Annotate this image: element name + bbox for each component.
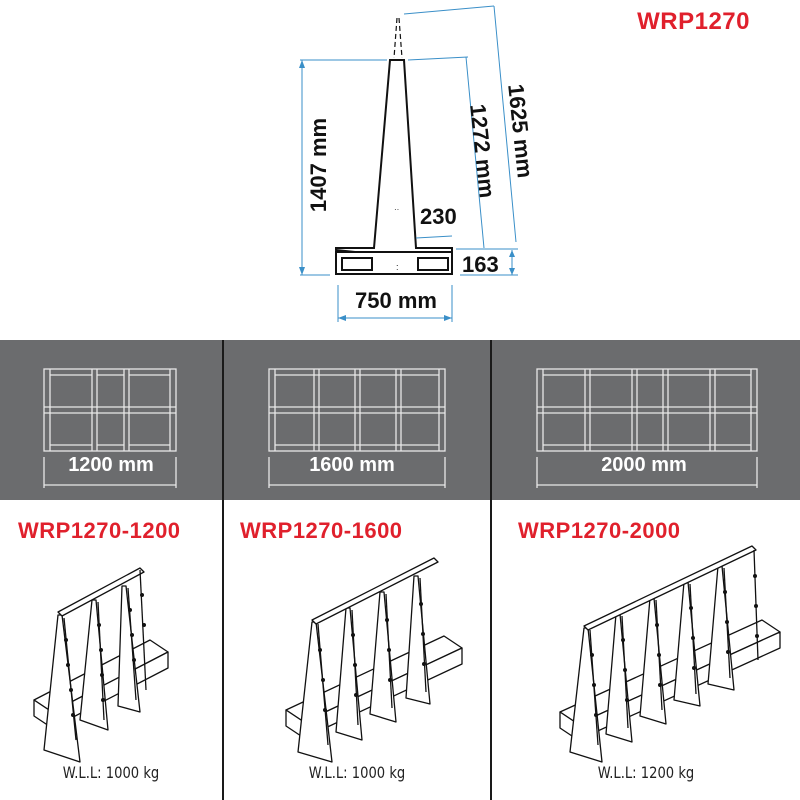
- length-option-1600: 1600 mm: [222, 340, 490, 500]
- variant-name: WRP1270-2000: [518, 518, 681, 543]
- variant-card-1600: WRP1270-1600 W.L.L: [222, 500, 490, 800]
- front-view-drawing: ·· :: [299, 5, 518, 322]
- a-frame-rack-1600-illustration: [285, 557, 463, 763]
- length-label: 1200 mm: [68, 454, 154, 476]
- svg-text:··: ··: [394, 205, 399, 214]
- variants-section: WRP1270-1200 W.L.L: 1000 kg: [0, 500, 800, 800]
- length-label: 2000 mm: [601, 454, 687, 476]
- dim-base-height: 163: [462, 252, 499, 277]
- variant-name: WRP1270-1200: [18, 518, 181, 543]
- top-view-3-bay-icon: [43, 368, 177, 488]
- front-view-section: WRP1270 ·· :: [0, 0, 800, 338]
- length-option-2000: 2000 mm: [490, 340, 800, 500]
- working-load-limit: W.L.L: 1200 kg: [597, 763, 695, 782]
- svg-text::: :: [396, 262, 399, 272]
- top-view-4-bay-icon: [268, 368, 446, 488]
- a-frame-rack-2000-illustration: [559, 545, 781, 763]
- dim-base-width: 750 mm: [355, 288, 437, 313]
- dim-foot-depth: 230: [420, 204, 457, 229]
- variant-name: WRP1270-1600: [240, 518, 403, 543]
- length-label: 1600 mm: [309, 454, 395, 476]
- dim-total-height: 1407 mm: [306, 117, 331, 213]
- variant-card-1200: WRP1270-1200 W.L.L: 1000 kg: [0, 500, 222, 800]
- variant-card-2000: WRP1270-2000: [490, 500, 800, 800]
- top-view-5-bay-icon: [536, 368, 758, 488]
- model-title: WRP1270: [637, 8, 750, 35]
- a-frame-rack-1200-illustration: [33, 567, 169, 763]
- working-load-limit: W.L.L: 1000 kg: [62, 763, 160, 782]
- working-load-limit: W.L.L: 1000 kg: [308, 763, 406, 782]
- length-option-1200: 1200 mm: [0, 340, 222, 500]
- a-frame-profile: [335, 59, 453, 275]
- length-options-band: 1200 mm 1600 mm: [0, 340, 800, 500]
